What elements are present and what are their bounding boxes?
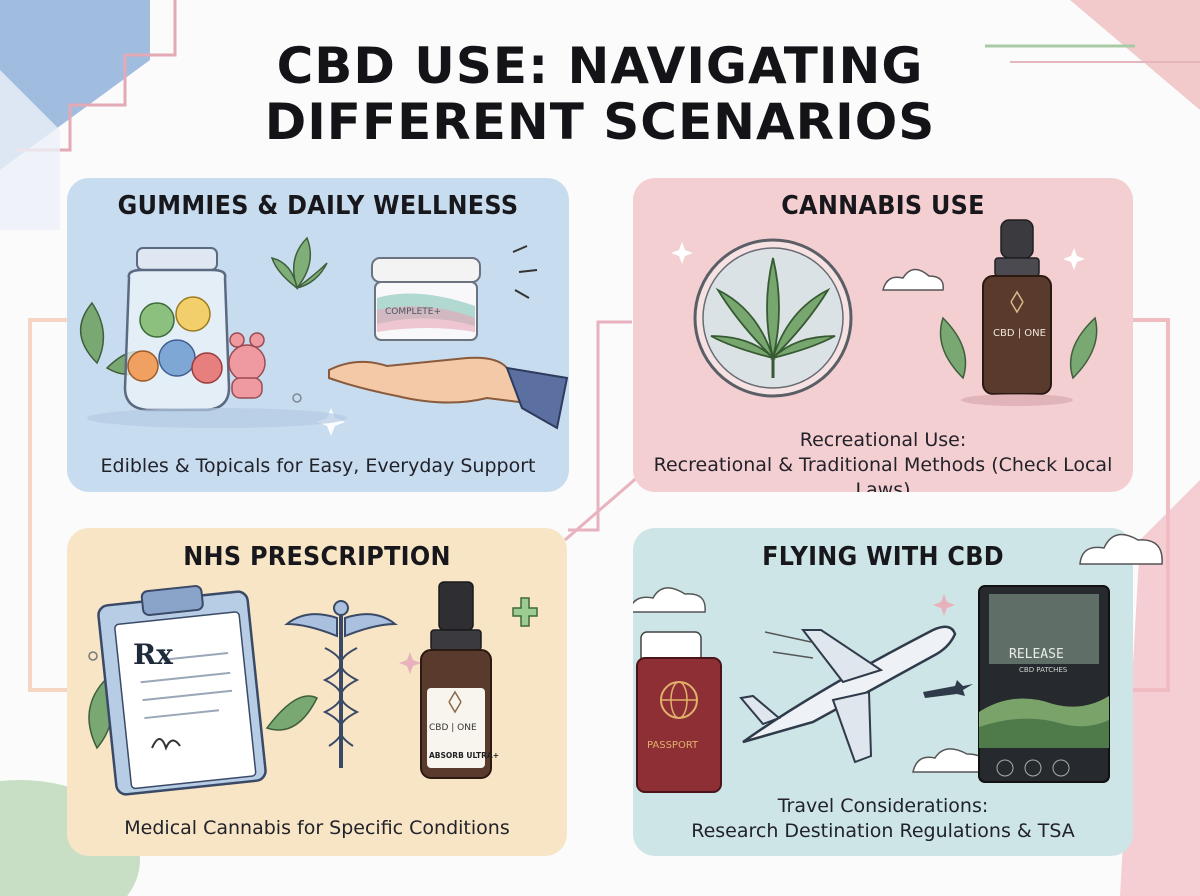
title-line-1: CBD USE: NAVIGATING <box>276 37 924 95</box>
title-line-2: DIFFERENT SCENARIOS <box>264 93 936 151</box>
gummies-caption: Edibles & Topicals for Easy, Everyday Su… <box>100 455 536 477</box>
gummies-illustration: COMPLETE+ <box>79 236 569 436</box>
nhs-illustration: Rx CBD | ONE ABSORB ULTRA+ <box>88 581 538 796</box>
topical-jar-icon <box>371 257 481 341</box>
package-sub: CBD PATCHES <box>1019 666 1068 674</box>
passport-label: PASSPORT <box>647 740 699 751</box>
cannabis-caption: Recreational Use: Recreational & Traditi… <box>633 428 1133 492</box>
flying-caption-line-1: Travel Considerations: <box>777 795 989 817</box>
nhs-panel: NHS PRESCRIPTION Rx <box>67 528 567 856</box>
gummies-heading: GUMMIES & DAILY WELLNESS <box>117 191 519 221</box>
bottle-brand: CBD | ONE <box>993 328 1046 339</box>
caduceus-icon <box>284 600 398 768</box>
gummy-bear-icon <box>228 332 266 399</box>
cannabis-illustration: CBD | ONE <box>671 219 1098 406</box>
dropper-bottle-icon <box>420 581 492 779</box>
nhs-bottle-brand: CBD | ONE <box>429 723 477 733</box>
page-title: CBD USE: NAVIGATING DIFFERENT SCENARIOS <box>0 38 1200 150</box>
medical-cross-icon <box>512 597 538 627</box>
jar-label: COMPLETE+ <box>385 307 441 317</box>
flying-panel: FLYING WITH CBD PASSPORT <box>633 528 1133 856</box>
flying-illustration: PASSPORT RELEASE CBD PATCHES <box>633 585 1110 793</box>
motion-lines-icon <box>512 245 538 299</box>
cloud-icon <box>1079 533 1163 565</box>
cannabis-panel: CANNABIS USE C <box>633 178 1133 492</box>
small-plane-icon <box>923 680 973 698</box>
nhs-caption: Medical Cannabis for Specific Conditions <box>124 817 510 839</box>
flying-caption-line-2: Research Destination Regulations & TSA <box>691 820 1075 842</box>
flying-caption: Travel Considerations: Research Destinat… <box>633 794 1133 844</box>
gummies-panel: GUMMIES & DAILY WELLNESS <box>67 178 569 492</box>
airplane-icon <box>739 625 957 764</box>
motion-lines-icon <box>764 631 814 659</box>
package-brand: RELEASE <box>1009 647 1064 662</box>
cannabis-caption-line-1: Recreational Use: <box>799 429 967 451</box>
gummy-jar-icon <box>123 247 231 412</box>
cannabis-caption-line-2: Recreational & Traditional Methods (Chec… <box>653 454 1113 492</box>
cannabis-heading: CANNABIS USE <box>781 191 985 221</box>
leaf-icon <box>939 316 1098 380</box>
tincture-bottle-icon <box>982 219 1052 395</box>
rx-symbol: Rx <box>133 638 173 671</box>
nhs-heading: NHS PRESCRIPTION <box>183 542 451 572</box>
cannabis-leaf-icon <box>270 236 328 290</box>
clipboard-icon <box>97 585 267 796</box>
nhs-bottle-product: ABSORB ULTRA+ <box>429 751 499 760</box>
cloud-icon <box>882 268 944 291</box>
passport-icon <box>636 631 722 793</box>
cannabis-emblem-icon <box>693 238 853 398</box>
hand-icon <box>328 356 569 430</box>
flying-heading: FLYING WITH CBD <box>762 542 1004 572</box>
patch-package-icon <box>978 585 1110 783</box>
